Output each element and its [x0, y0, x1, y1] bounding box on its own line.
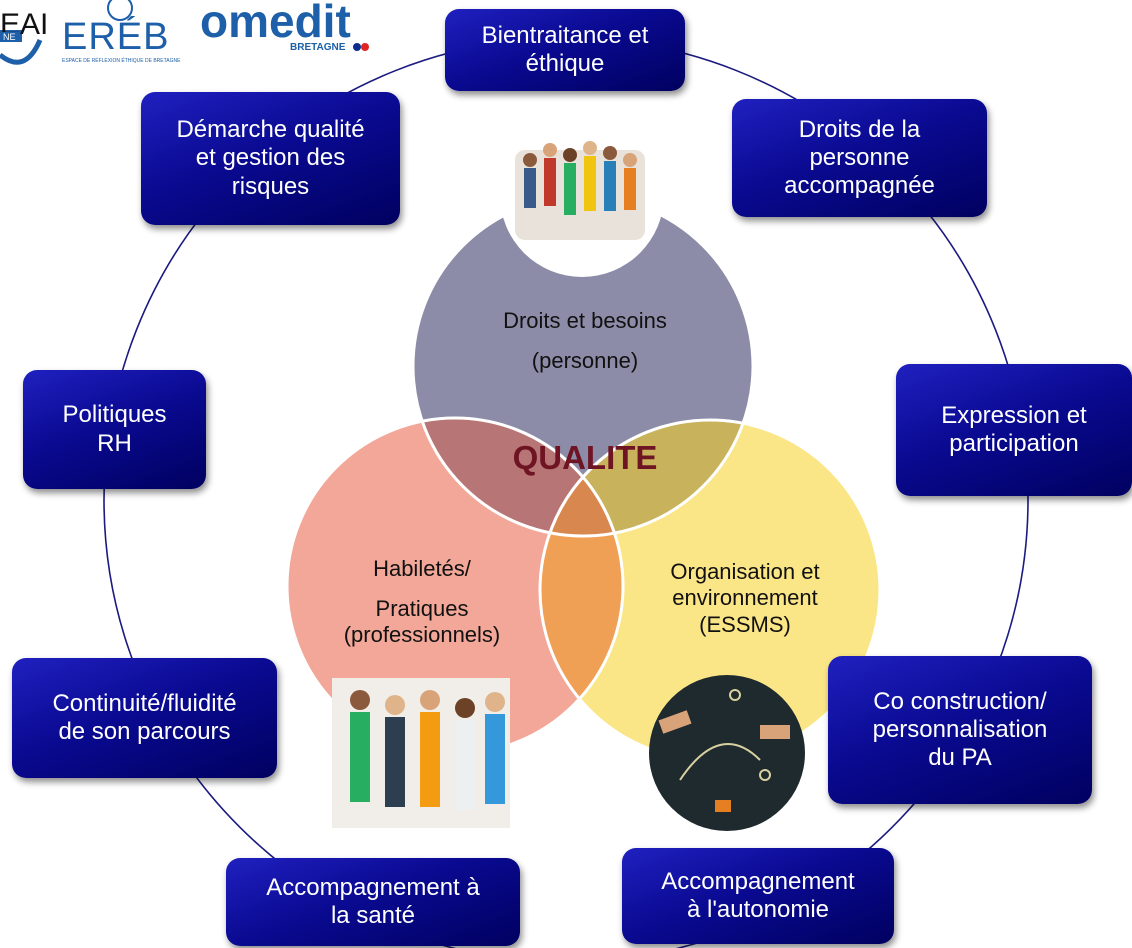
box-expression: Expression et participation — [896, 364, 1132, 496]
crowd-people-icon — [515, 141, 645, 240]
venn-label-personne-line2: (personne) — [531, 348, 639, 373]
box-autonomie: Accompagnement à l'autonomie — [622, 848, 894, 944]
venn-label-professionnels-line1: Habiletés/ — [373, 556, 471, 581]
overlap-personne-essms — [540, 420, 753, 536]
venn-label-professionnels-line2: Pratiques (professionnels) — [343, 596, 501, 648]
box-sante: Accompagnement à la santé — [226, 858, 520, 946]
box-bientraitance: Bientraitance et éthique — [445, 9, 685, 91]
box-demarche: Démarche qualité et gestion des risques — [141, 92, 400, 225]
box-politiques-rh: Politiques RH — [23, 370, 206, 489]
omedit-flag-icon — [353, 43, 369, 51]
ereb-logo-sub: ESPACE DE RÉFLEXION ÉTHIQUE DE BRETAGNE — [62, 58, 181, 64]
venn-label-personne-line1: Droits et besoins — [503, 308, 667, 333]
venn-label-essms: Organisation et environnement (ESSMS) — [670, 559, 820, 637]
box-droits-personne: Droits de la personne accompagnée — [732, 99, 987, 217]
box-coconstruction: Co construction/ personnalisation du PA — [828, 656, 1092, 804]
ereb-logo: ERÉB — [62, 16, 170, 58]
ereb-logo-icon — [107, 0, 133, 21]
omedit-logo-sub: BRETAGNE — [290, 42, 346, 53]
logo-left-sub: NE — [0, 32, 19, 42]
overlap-personne-professionnels — [413, 418, 623, 536]
box-continuite: Continuité/fluidité de son parcours — [12, 658, 277, 778]
omedit-logo: omedit — [200, 0, 351, 47]
center-label-qualite: QUALITE — [512, 439, 658, 476]
